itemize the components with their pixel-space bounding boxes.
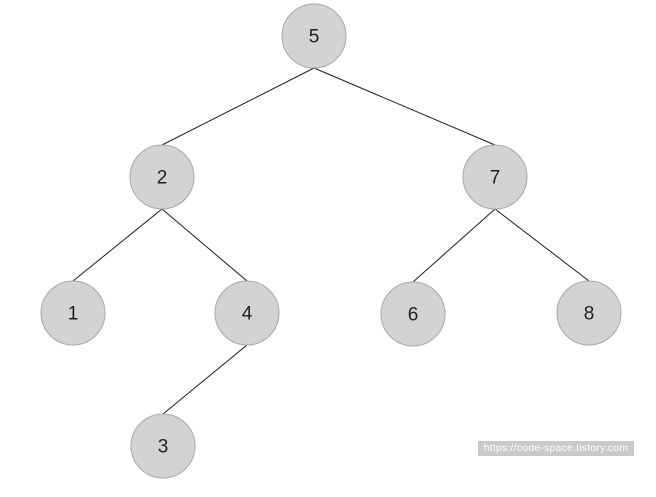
tree-node-6: 6 <box>380 281 446 347</box>
tree-node-circle-5 <box>281 3 347 69</box>
tree-edge-2-4 <box>161 208 248 282</box>
tree-node-circle-8 <box>556 280 622 346</box>
watermark-url: https://code-space.tistory.com <box>478 441 634 456</box>
tree-node-label-4: 4 <box>242 304 253 325</box>
tree-node-label-2: 2 <box>157 168 168 189</box>
tree-node-label-3: 3 <box>158 437 169 458</box>
tree-edge-5-2 <box>161 67 315 146</box>
tree-edge-7-6 <box>412 208 496 283</box>
tree-node-circle-1 <box>40 280 106 346</box>
tree-node-label-8: 8 <box>584 304 595 325</box>
tree-node-label-7: 7 <box>490 168 501 189</box>
tree-node-circle-7 <box>462 144 528 210</box>
tree-edge-5-7 <box>313 67 496 146</box>
tree-node-4: 4 <box>214 280 280 346</box>
tree-node-7: 7 <box>462 144 528 210</box>
tree-node-1: 1 <box>40 280 106 346</box>
tree-edge-4-3 <box>162 344 248 415</box>
tree-edge-7-8 <box>494 208 590 282</box>
tree-node-circle-6 <box>380 281 446 347</box>
tree-node-label-1: 1 <box>68 304 79 325</box>
tree-node-circle-4 <box>214 280 280 346</box>
tree-node-label-6: 6 <box>408 305 419 326</box>
tree-node-2: 2 <box>129 144 195 210</box>
tree-node-3: 3 <box>130 413 196 479</box>
tree-node-8: 8 <box>556 280 622 346</box>
tree-node-label-5: 5 <box>309 27 320 48</box>
tree-node-circle-2 <box>129 144 195 210</box>
tree-node-5: 5 <box>281 3 347 69</box>
tree-edge-2-1 <box>72 208 163 282</box>
tree-node-circle-3 <box>130 413 196 479</box>
